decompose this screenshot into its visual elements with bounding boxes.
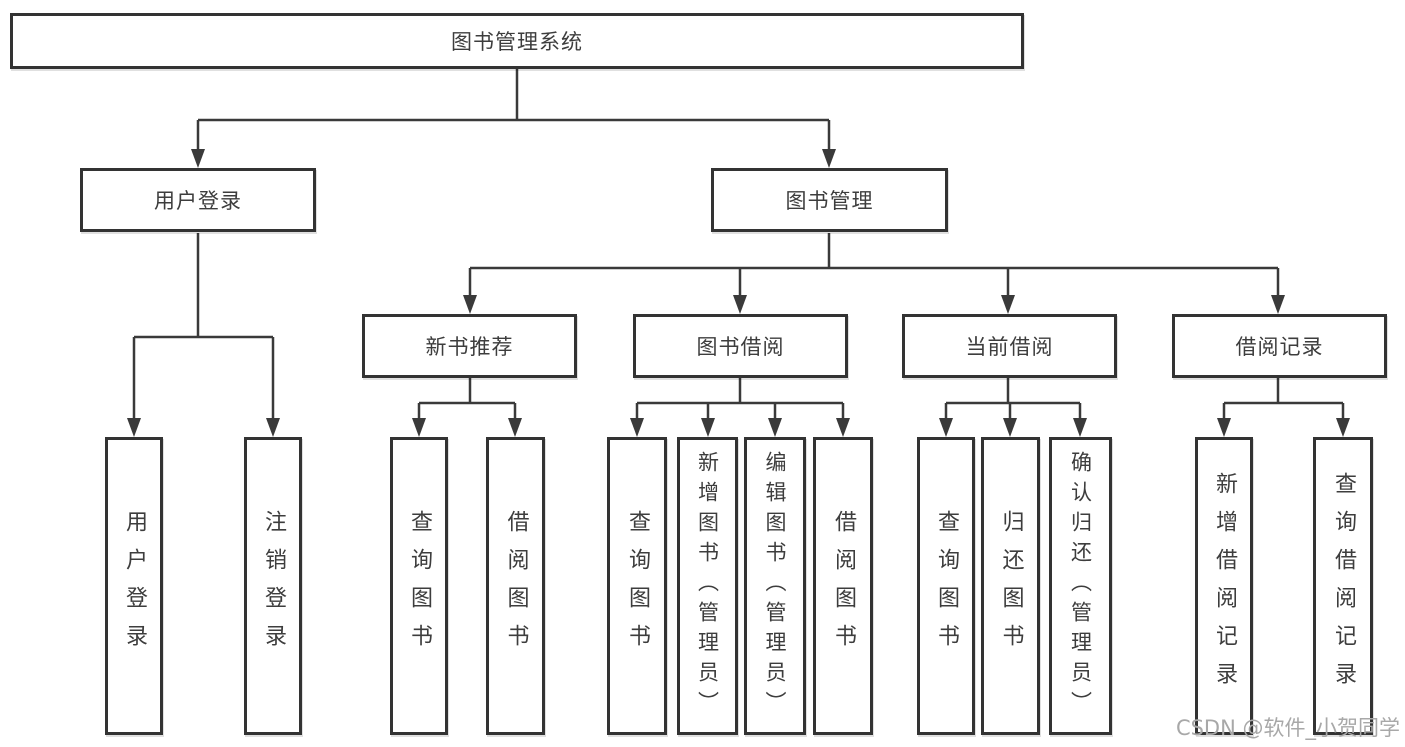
leaf-add-borrow-record: 新增借阅记录 [1195, 437, 1253, 735]
node-label: 图书管理系统 [451, 30, 583, 54]
watermark-text: CSDN @软件_小贺同学 [1175, 716, 1400, 740]
leaf-label: 用户登录 [122, 510, 147, 662]
node-book-borrowing: 图书借阅 [633, 314, 848, 378]
node-current-borrowing: 当前借阅 [902, 314, 1117, 378]
leaf-label: 借阅图书 [503, 510, 529, 662]
leaf-query-books-recommend: 查询图书 [390, 437, 448, 735]
leaf-borrow-books-recommend: 借阅图书 [486, 437, 545, 735]
node-label: 图书借阅 [696, 335, 785, 359]
node-new-book-recommendation: 新书推荐 [362, 314, 577, 378]
leaf-label: 借阅图书 [831, 510, 856, 662]
leaf-return-books: 归还图书 [981, 437, 1040, 735]
leaf-query-books-borrowing: 查询图书 [607, 437, 667, 735]
node-label: 当前借阅 [965, 335, 1054, 359]
node-book-management-branch: 图书管理 [711, 168, 948, 232]
node-label: 新书推荐 [425, 335, 514, 359]
node-label: 借阅记录 [1235, 335, 1324, 359]
leaf-add-books-admin: 新增图书（管理员） [677, 437, 738, 735]
leaf-label: 新增借阅记录 [1212, 472, 1237, 700]
leaf-label: 查询图书 [625, 510, 650, 662]
node-user-login-branch: 用户登录 [80, 168, 316, 232]
leaf-query-borrow-record: 查询借阅记录 [1313, 437, 1373, 735]
leaf-logout: 注销登录 [244, 437, 302, 735]
node-label: 图书管理 [785, 189, 874, 213]
leaf-label: 查询图书 [934, 510, 959, 662]
leaf-user-login: 用户登录 [105, 437, 163, 735]
leaf-edit-books-admin: 编辑图书（管理员） [744, 437, 806, 735]
leaf-label: 编辑图书（管理员） [763, 451, 787, 721]
arrowheads [127, 149, 1350, 437]
node-label: 用户登录 [154, 189, 242, 213]
leaf-label: 确认归还（管理员） [1068, 451, 1093, 721]
leaf-label: 查询借阅记录 [1331, 472, 1356, 700]
leaf-confirm-return-admin: 确认归还（管理员） [1049, 437, 1112, 735]
leaf-label: 归还图书 [998, 510, 1024, 662]
leaf-label: 注销登录 [261, 510, 286, 662]
node-borrowing-records: 借阅记录 [1172, 314, 1387, 378]
leaf-label: 查询图书 [407, 510, 432, 662]
leaf-query-books-current: 查询图书 [917, 437, 975, 735]
node-library-management-system: 图书管理系统 [10, 13, 1024, 69]
leaf-borrow-books-borrowing: 借阅图书 [813, 437, 873, 735]
leaf-label: 新增图书（管理员） [695, 451, 720, 721]
